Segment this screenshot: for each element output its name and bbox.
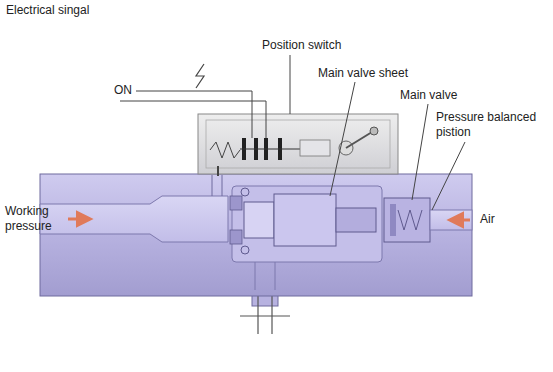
part-label: ON xyxy=(114,83,132,98)
position-switch xyxy=(198,114,398,176)
air-arrow xyxy=(450,219,470,222)
part-label: Main valve xyxy=(400,88,457,103)
part-label: Air xyxy=(480,212,495,227)
part-label: Working pressure xyxy=(5,204,65,234)
part-label: Main valve sheet xyxy=(318,66,408,81)
part-label: Pressure balanced pistion xyxy=(436,110,548,140)
valve-body xyxy=(40,174,472,296)
valve-chamber xyxy=(232,186,382,262)
signal-wires xyxy=(120,64,266,138)
pressure-arrow xyxy=(68,218,90,221)
balanced-piston xyxy=(384,198,472,242)
inlet-channel xyxy=(40,196,228,242)
exhaust-port xyxy=(240,290,290,334)
main-valve xyxy=(244,194,376,246)
part-label: Position switch xyxy=(262,38,341,53)
part-label: Electrical singal xyxy=(6,3,89,18)
